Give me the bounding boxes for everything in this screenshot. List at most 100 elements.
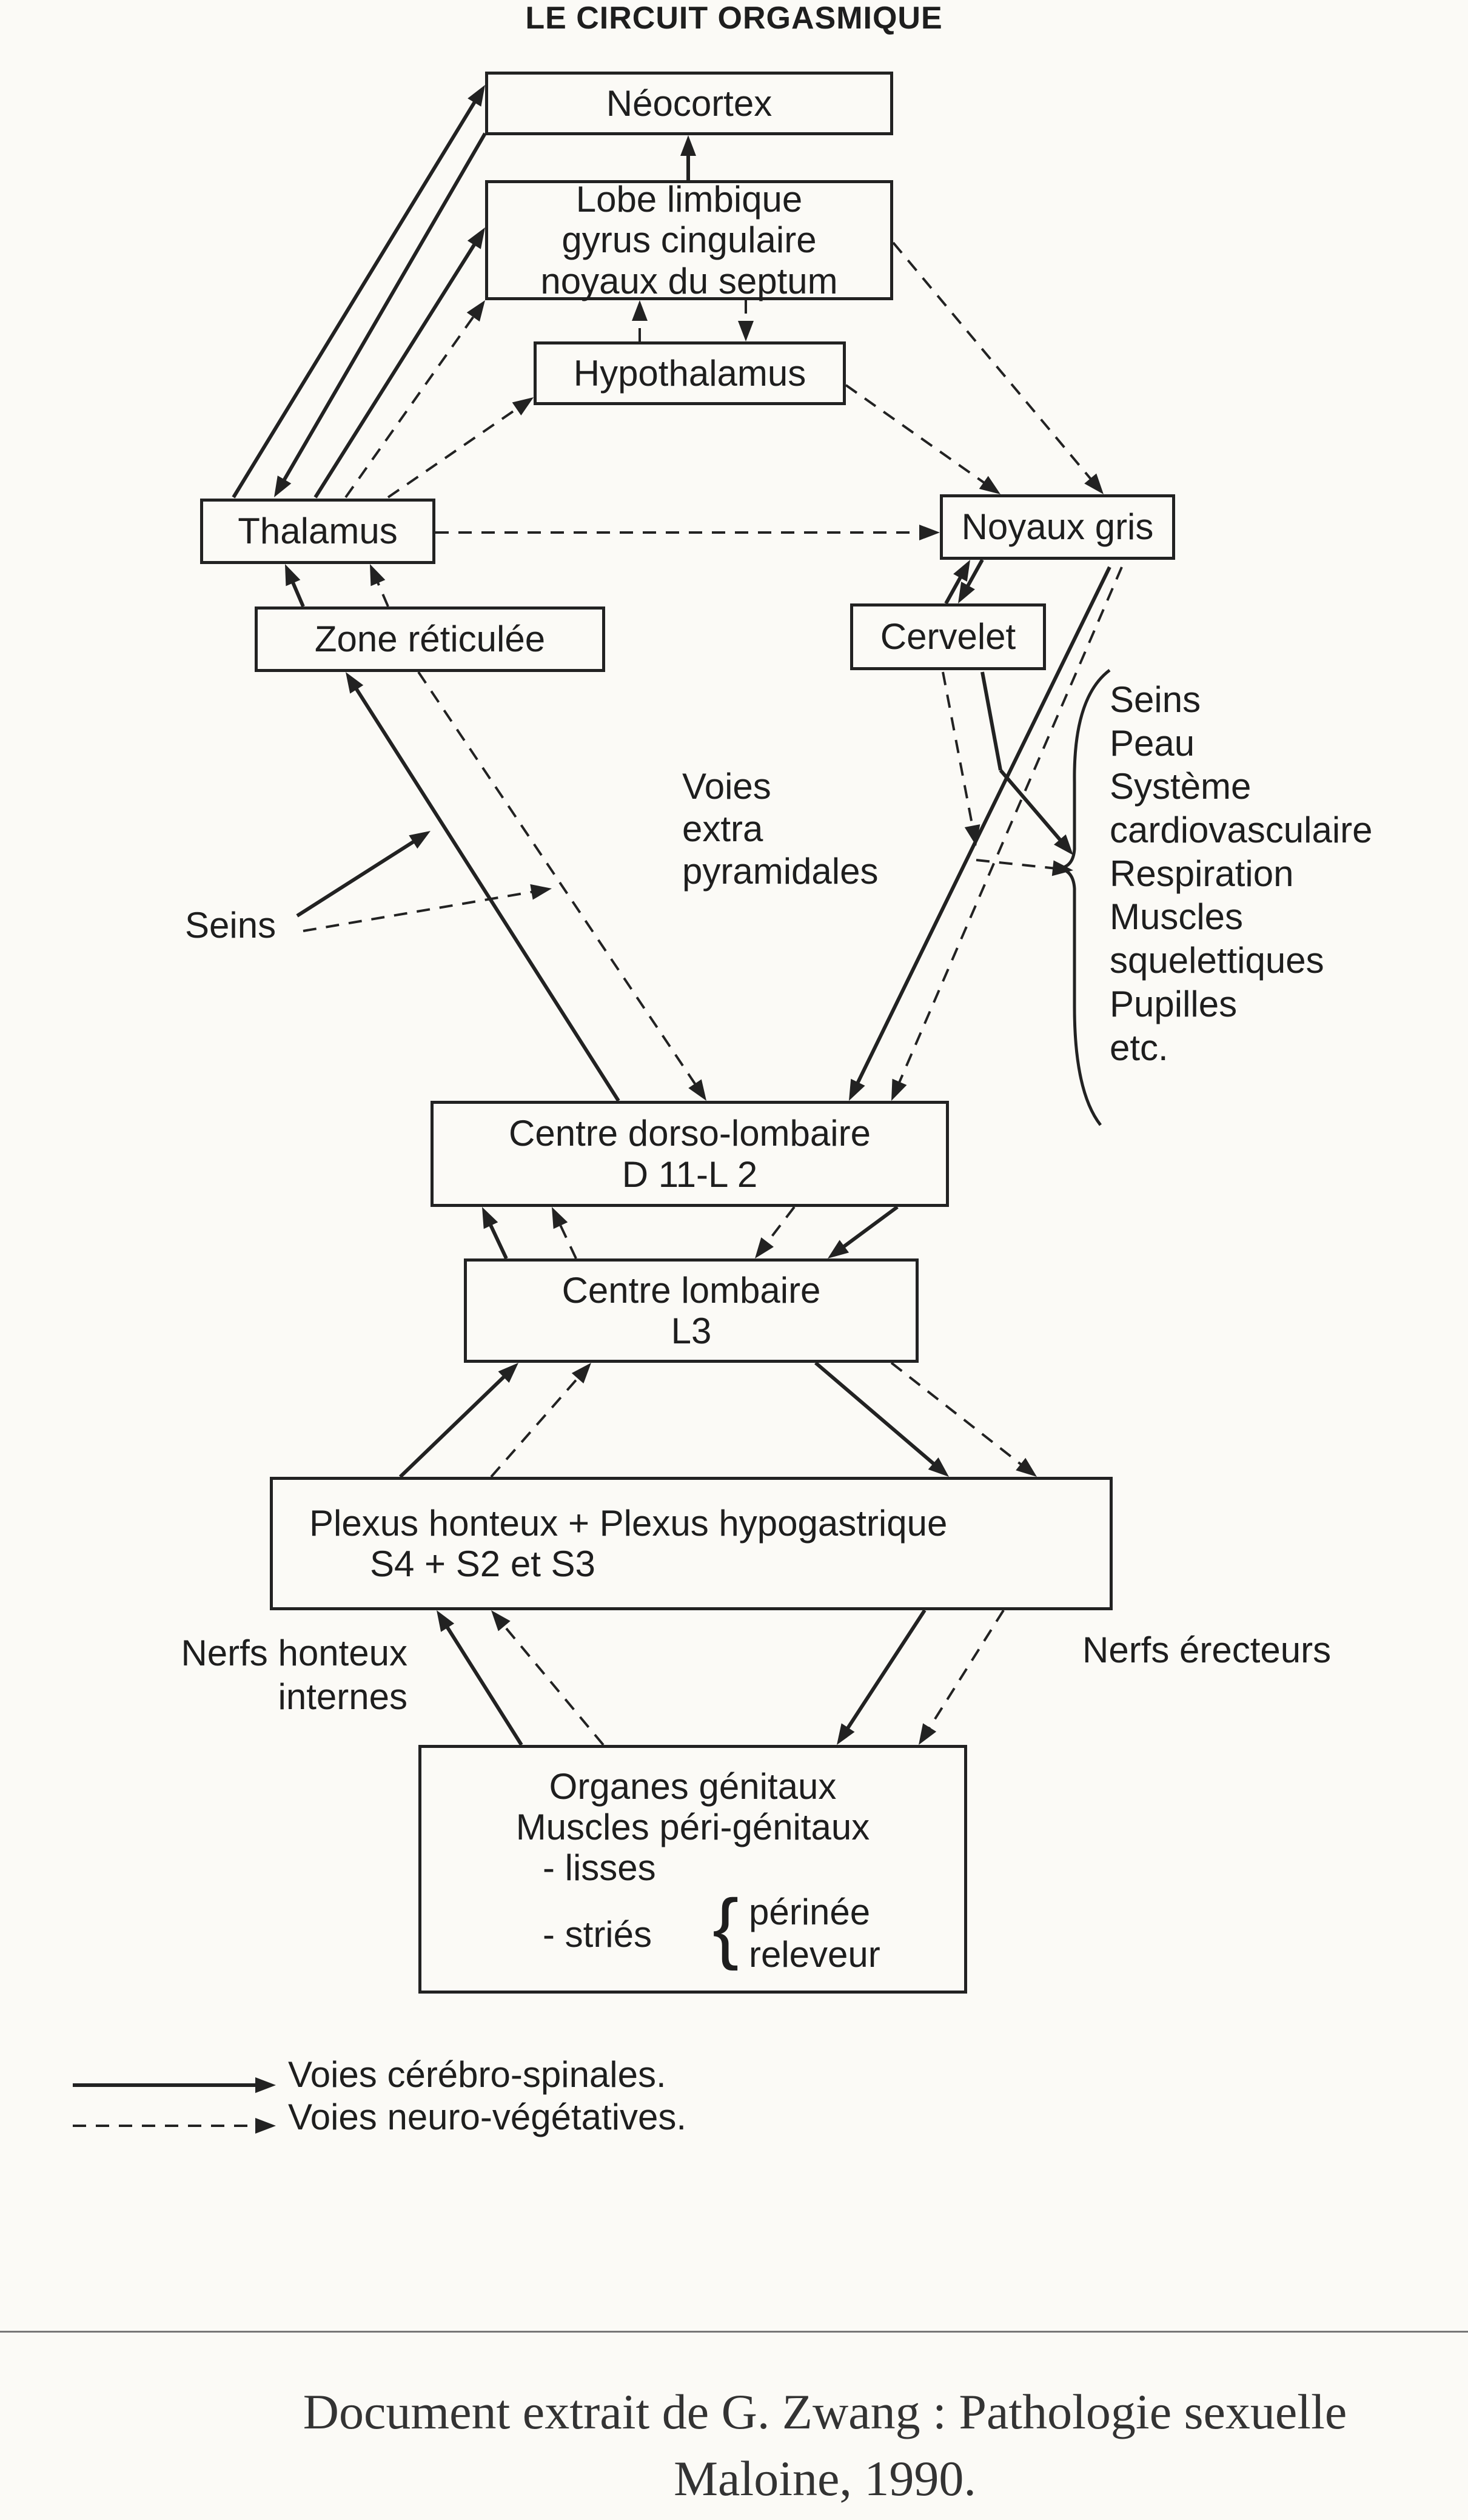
label-voies-extra-line-1: Voies [682,766,771,807]
box-lobe-limbique-line-2: gyrus cingulaire [561,220,817,261]
arrow-thalamus-to-neocortex-head [468,85,485,107]
right-list-item: cardiovasculaire [1110,810,1373,851]
right-list-item: squelettiques [1110,940,1324,981]
arrow-seins-solid-head [409,831,431,849]
footer-divider [0,2331,1468,2333]
diagram-title: LE CIRCUIT ORGASMIQUE [525,1,943,36]
legend-solid-line-head [255,2077,276,2093]
right-list-item: Système [1110,766,1252,807]
box-neocortex: Néocortex [485,72,893,135]
box-cervelet-label: Cervelet [880,616,1016,657]
label-nerfs-honteux-line-2: internes [278,1676,407,1717]
arrow-noyaux-to-dorso-head [849,1078,865,1101]
arrow-noyaux-to-dorso-dashed-head [891,1078,907,1101]
box-lobe-limbique: Lobe limbique gyrus cingulaire noyaux du… [485,179,893,301]
arrow-cervelet-to-list-head-head [1054,834,1073,855]
box-hypothalamus-label: Hypothalamus [573,352,806,394]
footer-line-2: Maloine, 1990. [674,2451,976,2506]
box-lobe-limbique-line-1: Lobe limbique [575,179,803,220]
box-zone-reticulee: Zone réticulée [255,606,605,672]
footer-line-1: Document extrait de G. Zwang : Pathologi… [303,2384,1347,2439]
right-list-item: Peau [1110,722,1195,764]
arrow-thalamus-to-limbique-dashed-head [466,300,485,322]
arrow-limbique-to-noyaux-head [1084,473,1104,494]
arrow-hypothalamus-to-noyaux [845,384,988,486]
arrow-plexus-to-lombaire-head [498,1363,518,1383]
right-effector-list: Seins Peau Système cardiovasculaire Resp… [1110,678,1373,1069]
box-organes-line-2: Muscles péri-génitaux [515,1807,870,1848]
arrow-plexus-to-organes-dashed [926,1609,1005,1733]
arrow-plexus-to-lombaire-dashed-head [571,1363,591,1384]
arrow-limbique-to-neocortex-head [680,135,696,156]
box-organes-releveur: releveur [749,1934,880,1975]
box-zone-reticulee-label: Zone réticulée [314,619,546,660]
label-voies-extra-line-3: pyramidales [682,851,879,892]
arrow-plexus-to-lombaire-dashed [490,1374,582,1478]
arrow-lombaire-to-plexus-head [928,1457,949,1477]
arrow-zone-to-thalamus-dashed-head [370,564,386,586]
box-noyaux-gris: Noyaux gris [940,494,1175,560]
box-centre-dorso-lombaire: Centre dorso-lombaire D 11-L 2 [431,1101,949,1207]
box-plexus: Plexus honteux + Plexus hypogastrique S4… [270,1477,1113,1610]
right-list-item: Pupilles [1110,983,1238,1024]
arrow-dorso-to-lombaire [839,1205,899,1251]
box-centre-lombaire-line-1: Centre lombaire [561,1269,821,1311]
arrow-lombaire-to-plexus-dashed [890,1362,1025,1468]
arrow-noyaux-to-cervelet-head [958,581,975,603]
box-noyaux-gris-label: Noyaux gris [961,506,1154,548]
box-centre-dorso-lombaire-line-1: Centre dorso-lombaire [509,1113,871,1154]
arrow-cervelet-dashed [942,671,975,831]
right-list-item: Seins [1110,679,1201,720]
arrow-cervelet-to-list-head [999,769,1065,845]
box-organes: Organes génitaux Muscles péri-génitaux -… [418,1745,967,1994]
arrow-cervelet-to-noyaux-head [953,560,970,582]
right-list-bracket [1057,669,1111,1126]
box-plexus-line-1: Plexus honteux + Plexus hypogastrique [309,1502,948,1544]
arrow-limbique-to-hypothalamus-head [738,321,754,341]
arrow-hypothalamus-to-noyaux-head [979,475,1000,494]
box-centre-lombaire: Centre lombaire L3 [464,1258,919,1363]
arrow-organes-to-plexus [443,1622,523,1746]
arrow-dorso-to-zone-head [346,672,364,694]
arrow-zone-to-thalamus [289,577,305,608]
arrow-thalamus-to-noyaux-head [919,525,940,540]
arrow-cervelet-dashed-head [964,824,980,846]
arrow-zone-to-thalamus-dashed [375,578,389,607]
label-seins-left: Seins [185,905,277,946]
arrow-lombaire-to-dorso [487,1220,508,1260]
arrow-noyaux-to-cervelet [964,559,984,591]
arrow-cervelet-to-noyaux [944,573,964,605]
arrow-zone-to-dorso-head [688,1079,706,1101]
arrow-seins-dashed-head [530,884,552,900]
arrow-plexus-to-organes-dashed-head [919,1723,937,1745]
box-centre-dorso-lombaire-line-2: D 11-L 2 [622,1154,758,1195]
arrow-lombaire-to-dorso-dashed [557,1220,577,1259]
box-cervelet: Cervelet [850,603,1046,670]
right-list-item: Muscles [1110,896,1244,938]
box-organes-stries: - striés [543,1914,652,1955]
arrow-dorso-to-zone [352,684,620,1102]
arrow-seins-solid [296,838,418,918]
arrow-lombaire-to-plexus-dashed-head [1016,1457,1037,1477]
legend-dashed-label: Voies neuro-végétatives. [288,2097,687,2137]
arrow-lombaire-to-dorso-dashed-head [552,1207,568,1229]
arrow-lombaire-to-plexus [814,1361,939,1468]
arrow-thalamus-to-hypothalamus-head [512,397,534,415]
label-nerfs-honteux-line-1: Nerfs honteux [181,1633,407,1673]
arrow-neocortex-to-thalamus [280,132,487,485]
arrow-thalamus-to-limbique [313,240,478,499]
arrow-hypothalamus-to-limbique-head [632,300,648,321]
box-neocortex-label: Néocortex [606,82,773,124]
arrow-plexus-to-organes-head [837,1723,855,1745]
box-thalamus-label: Thalamus [238,511,398,552]
arrow-organes-to-plexus-head [437,1610,455,1632]
box-thalamus: Thalamus [200,499,435,564]
arrow-plexus-to-organes [843,1609,927,1733]
arrow-dorso-to-lombaire-head [828,1240,850,1258]
arrow-seins-dashed [303,890,537,932]
box-organes-perinee: périnée [749,1891,871,1932]
arrow-organes-to-plexus-dashed [500,1621,605,1746]
arrow-organes-to-plexus-dashed-head [491,1610,511,1631]
arrow-cervelet-dashed-to-list [976,859,1058,870]
